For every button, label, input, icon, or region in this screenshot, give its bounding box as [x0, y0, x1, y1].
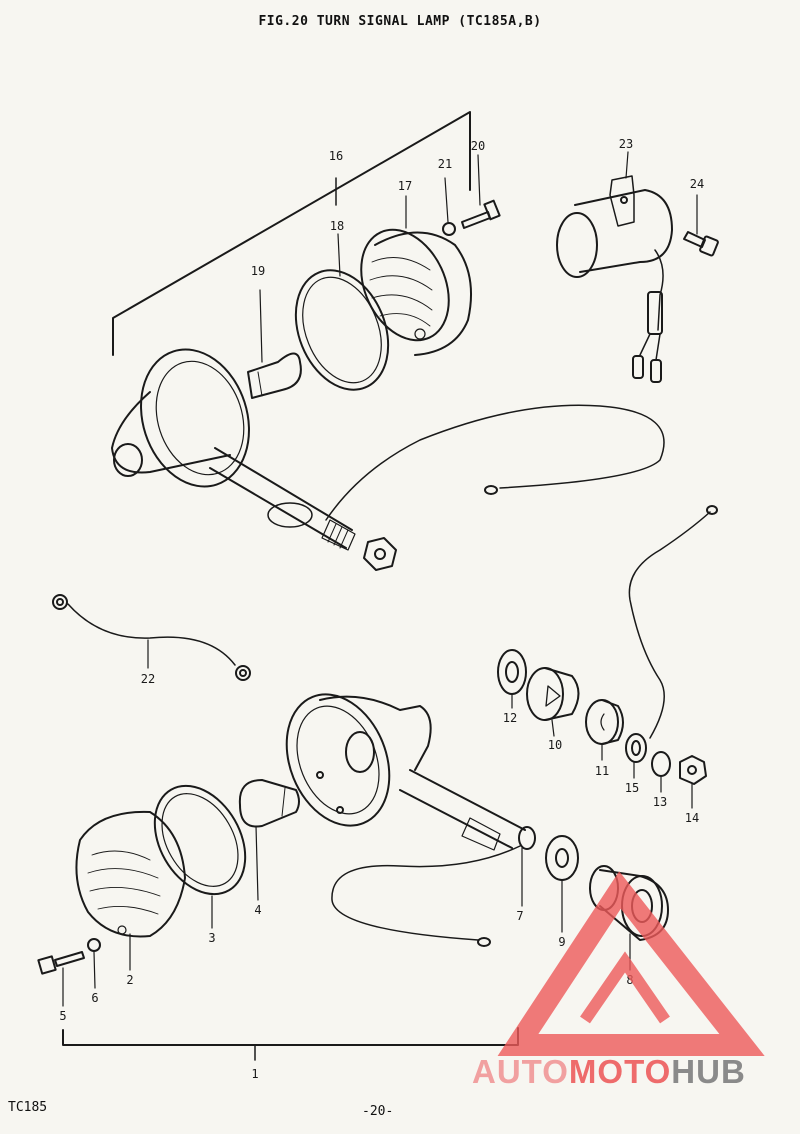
lockwasher-13 [651, 751, 671, 777]
washer-12 [497, 649, 527, 695]
relay-screw [683, 231, 719, 257]
flasher-relay [556, 175, 673, 383]
lower-wire [331, 845, 521, 941]
washer-15 [625, 733, 647, 763]
callout-21: 21 [438, 157, 452, 171]
upper-lens [360, 228, 473, 356]
callout-19: 19 [251, 264, 265, 278]
upper-screw [461, 199, 501, 229]
lower-lamp-housing [285, 693, 526, 851]
callout-16: 16 [329, 149, 343, 163]
grommet-11 [585, 699, 624, 745]
callout-11: 11 [595, 764, 609, 778]
lower-lens [75, 810, 186, 938]
callout-5: 5 [59, 1009, 66, 1023]
figure-title: FIG.20 TURN SIGNAL LAMP (TC185A,B) [258, 14, 542, 29]
watermark-text-hub: HUB [671, 1053, 746, 1090]
upper-bulb [247, 352, 302, 399]
lower-bulb [238, 779, 300, 828]
callout-7: 7 [516, 909, 523, 923]
nut-14 [679, 755, 707, 785]
callout-13: 13 [653, 795, 667, 809]
upper-gasket [294, 269, 390, 391]
callout-8: 8 [626, 973, 633, 987]
ground-wire [52, 594, 251, 681]
page-number: -20- [362, 1104, 394, 1119]
grommet-10 [526, 667, 580, 721]
callout-15: 15 [625, 781, 639, 795]
watermark-text-moto: MOTO [568, 1053, 672, 1090]
lower-washer-7 [518, 826, 536, 850]
lower-screw [37, 951, 85, 975]
callout-10: 10 [548, 738, 562, 752]
washer-9 [545, 835, 579, 881]
callout-24: 24 [690, 177, 704, 191]
upper-nut [363, 537, 397, 571]
upper-washer [442, 222, 456, 236]
upper-wire [325, 404, 665, 521]
callout-6: 6 [91, 991, 98, 1005]
callout-9: 9 [558, 935, 565, 949]
watermark-logo [497, 871, 765, 1056]
callout-18: 18 [330, 219, 344, 233]
watermark-text: AUTOMOTOHUB [472, 1052, 796, 1092]
upper-lamp-housing [111, 348, 356, 551]
callout-17: 17 [398, 179, 412, 193]
callout-2: 2 [126, 973, 133, 987]
callout-22: 22 [141, 672, 155, 686]
model-code: TC185 [8, 1100, 48, 1115]
callout-3: 3 [208, 931, 215, 945]
right-wire [628, 511, 711, 739]
callout-14: 14 [685, 811, 699, 825]
lower-gasket [153, 784, 247, 896]
callout-1: 1 [251, 1067, 258, 1081]
callout-23: 23 [619, 137, 633, 151]
callout-20: 20 [471, 139, 485, 153]
callout-12: 12 [503, 711, 517, 725]
callout-4: 4 [254, 903, 261, 917]
lower-washer-6 [87, 938, 101, 952]
assembly-1-bracket [62, 1027, 519, 1046]
watermark-text-auto: AUTO [472, 1053, 569, 1090]
assembly-16-bracket [112, 111, 471, 356]
